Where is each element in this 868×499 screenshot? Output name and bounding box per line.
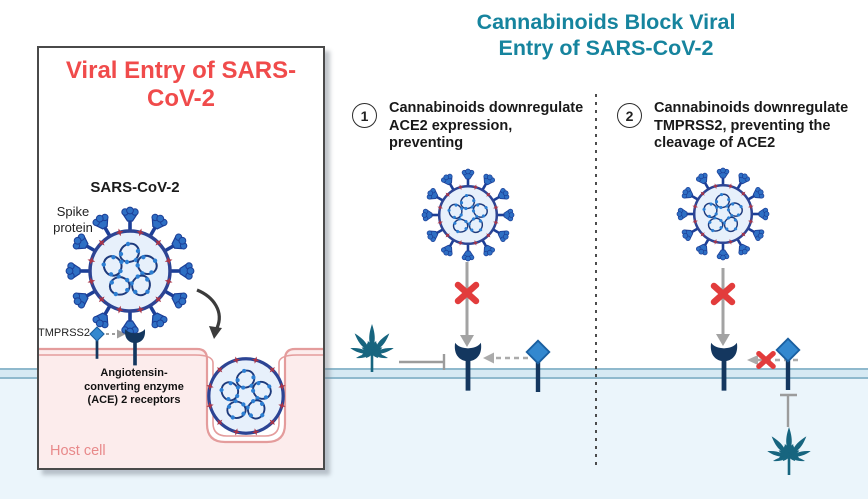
main-title: Cannabinoids Block Viral Entry of SARS-C…: [386, 9, 826, 61]
tmprss2-cleavage-arrow: [483, 352, 528, 364]
red-x-icon: [759, 354, 773, 367]
panel-title-line1: Viral Entry of SARS-: [65, 57, 297, 84]
step-2-number: 2: [625, 107, 634, 124]
cannabis-leaf-icon: [349, 324, 394, 372]
blocked-entry-arrow: [716, 268, 730, 346]
step-1-description: Cannabinoids downregulate ACE2 expressio…: [389, 100, 584, 151]
panel-title: Viral Entry of SARS- CoV-2: [47, 57, 315, 113]
step-1-number: 1: [360, 107, 369, 124]
host-cell-label: Host cell: [50, 443, 106, 459]
main-title-line2: Entry of SARS-CoV-2: [498, 36, 714, 60]
red-x-icon: [714, 286, 732, 302]
blocked-cleavage-arrow: [747, 355, 798, 365]
step-2-number-badge: 2: [617, 103, 642, 128]
virus-icon: [422, 169, 514, 261]
ace2-receptors-label: Angiotensin-converting enzyme (ACE) 2 re…: [84, 367, 184, 406]
spike-protein-label: Spike protein: [53, 204, 93, 235]
main-title-line1: Cannabinoids Block Viral: [476, 10, 736, 34]
panel-title-line2: CoV-2: [146, 85, 215, 112]
tmprss2-label: TMPRSS2: [38, 327, 90, 339]
virus-icon: [677, 168, 769, 260]
sars-cov-2-label: SARS-CoV-2: [90, 179, 180, 196]
step-1-number-badge: 1: [352, 103, 377, 128]
step-2-description: Cannabinoids downregulate TMPRSS2, preve…: [654, 100, 849, 151]
red-x-icon: [458, 285, 476, 301]
cell-membrane-band: [0, 368, 868, 379]
blocked-entry-arrow: [460, 262, 474, 347]
